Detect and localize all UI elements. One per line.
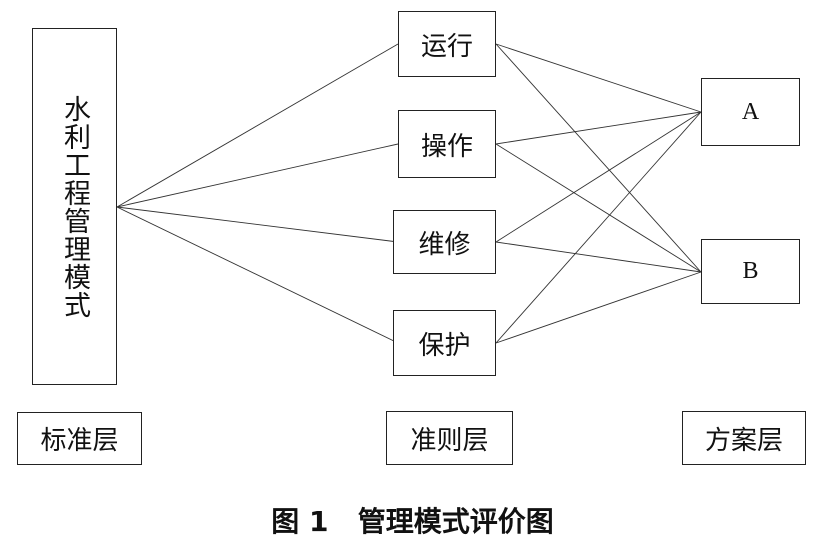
goal-label: 水利工程管理模式 xyxy=(59,94,90,319)
layer-label-goal: 标准层 xyxy=(40,426,119,456)
criterion-box-1: 运行 xyxy=(398,11,496,77)
link-goal-criterion-3 xyxy=(116,206,399,243)
criterion-box-3: 维修 xyxy=(393,210,496,274)
link-criterion-4-option-a xyxy=(495,111,702,344)
layer-label-criteria: 准则层 xyxy=(410,425,489,456)
figure-caption: 图 1 管理模式评价图 xyxy=(0,500,825,540)
link-criterion-1-option-a xyxy=(495,43,702,113)
criterion-box-4: 保护 xyxy=(393,310,496,376)
criterion-label-1: 运行 xyxy=(420,31,473,62)
option-label-a: A xyxy=(741,98,760,125)
option-box-b: B xyxy=(701,239,800,304)
layer-label-box-criteria: 准则层 xyxy=(386,411,513,465)
link-goal-criterion-1 xyxy=(116,43,399,208)
figure-title: 管理模式评价图 xyxy=(357,505,554,538)
goal-box: 水利工程管理模式 xyxy=(32,28,117,385)
option-box-a: A xyxy=(701,78,800,146)
criterion-box-2: 操作 xyxy=(398,110,496,178)
link-goal-criterion-2 xyxy=(116,143,399,208)
link-criterion-3-option-a xyxy=(495,111,702,243)
link-criterion-2-option-b xyxy=(495,143,702,273)
option-label-b: B xyxy=(742,258,759,284)
link-goal-criterion-4 xyxy=(116,206,399,344)
figure-number: 图 1 xyxy=(271,505,329,538)
criterion-label-4: 保护 xyxy=(418,330,471,361)
criterion-label-3: 维修 xyxy=(418,229,471,260)
layer-label-box-goal: 标准层 xyxy=(17,412,142,465)
link-criterion-4-option-b xyxy=(495,271,702,344)
criterion-label-2: 操作 xyxy=(420,131,473,162)
link-criterion-3-option-b xyxy=(495,241,702,273)
link-criterion-2-option-a xyxy=(495,111,702,145)
link-criterion-1-option-b xyxy=(495,43,702,273)
layer-label-alternatives: 方案层 xyxy=(704,425,783,456)
layer-label-box-alternatives: 方案层 xyxy=(682,411,806,465)
